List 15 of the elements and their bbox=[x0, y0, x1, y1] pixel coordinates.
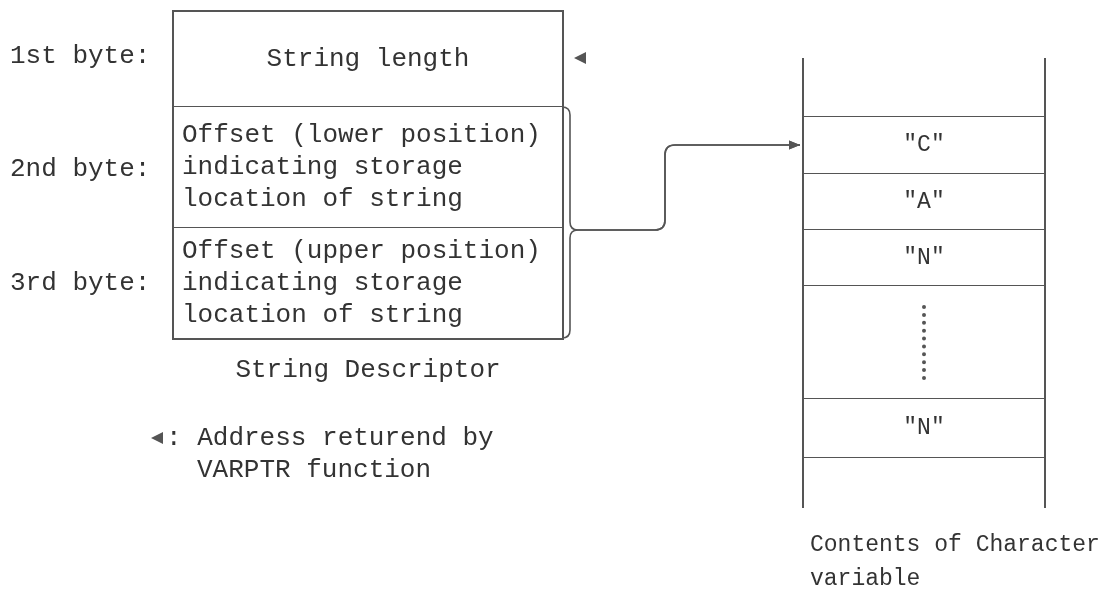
byte-label: 2nd byte: bbox=[10, 154, 151, 184]
byte-label: 1st byte: bbox=[10, 41, 151, 71]
memory-cell bbox=[804, 398, 1044, 458]
cell-text: String length bbox=[266, 43, 470, 75]
cell-text: "A" bbox=[903, 187, 945, 217]
cell-text: "N" bbox=[903, 243, 945, 273]
cell-text: "C" bbox=[903, 131, 945, 160]
heading: Contents of Character variable bbox=[810, 531, 1101, 594]
legend-text: : Address returend by VARPTR function bbox=[166, 422, 495, 486]
arrow bbox=[561, 140, 801, 339]
heading: String Descriptor bbox=[234, 355, 502, 385]
cell-text: Offset (upper position) indicating storage location of string bbox=[182, 235, 542, 331]
cell-text: "N" bbox=[903, 414, 945, 443]
byte-label: 3rd byte: bbox=[10, 268, 151, 298]
cell-text: Offset (lower position) indicating storage location of string bbox=[182, 119, 542, 215]
